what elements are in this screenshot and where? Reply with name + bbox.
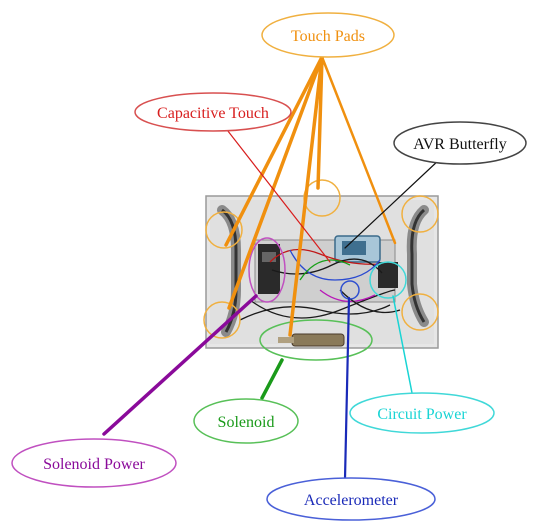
label-circuit-power: Circuit Power (349, 392, 495, 434)
touch-pads-label: Touch Pads (291, 28, 365, 45)
solenoid-body (291, 333, 345, 347)
circuit-power-line (392, 295, 414, 399)
label-solenoid: Solenoid (193, 398, 299, 444)
avr-butterfly-label: AVR Butterfly (413, 136, 506, 153)
solenoid-power-label: Solenoid Power (43, 456, 145, 473)
solenoid-line (260, 358, 284, 400)
solenoid-ellipse (259, 319, 373, 361)
label-touch-pads: Touch Pads (261, 12, 395, 58)
touch-pad-circle-top-center (303, 179, 341, 217)
touch-pad-circle-bottom-left (203, 301, 241, 339)
touch-pad-circle-top-right (401, 195, 439, 233)
label-solenoid-power: Solenoid Power (11, 438, 177, 488)
solenoid-label: Solenoid (218, 414, 275, 431)
touch-pad-circle-top-left (205, 211, 243, 249)
label-avr-butterfly: AVR Butterfly (393, 121, 527, 165)
touch-pads-line-1 (224, 55, 324, 247)
battery-module (258, 244, 280, 294)
callout-lines (102, 55, 441, 481)
touch-pads-line-4 (316, 55, 324, 190)
accelerometer-label: Accelerometer (304, 492, 399, 509)
circuit-power-label: Circuit Power (377, 406, 467, 423)
highlight-circles (203, 179, 439, 361)
label-accelerometer: Accelerometer (266, 477, 436, 521)
touch-pads-line-3 (288, 55, 324, 337)
touch-pads-line-2 (227, 55, 324, 310)
circuit-power-circle (369, 261, 407, 299)
accelerometer-line (343, 296, 351, 481)
capacitive-touch-line (223, 125, 331, 263)
avr-butterfly-line (344, 158, 441, 249)
solenoid-power-line (102, 294, 258, 436)
label-capacitive-touch: Capacitive Touch (134, 92, 292, 132)
touch-pad-circle-bottom-right (401, 293, 439, 331)
solenoid-power-ellipse (248, 237, 286, 303)
capacitive-touch-label: Capacitive Touch (157, 105, 269, 122)
